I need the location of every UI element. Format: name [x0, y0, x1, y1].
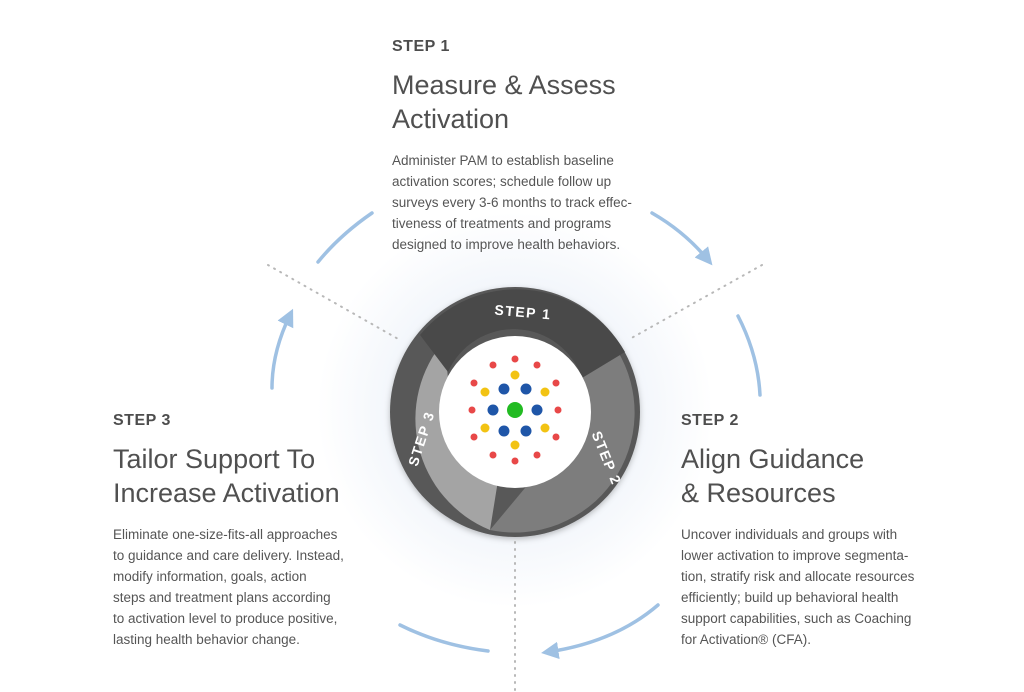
arc-top-left	[316, 211, 374, 264]
divider-line-right	[627, 264, 763, 341]
red-dot-ring	[468, 355, 562, 465]
step-2-title: Align Guidance & Resources	[681, 444, 865, 508]
arc-bottom-left	[398, 623, 490, 653]
center-dot	[507, 402, 523, 418]
step-2-block: STEP 2 Align Guidance & Resources Uncove…	[681, 412, 971, 650]
wheel-segment-step-1	[420, 289, 625, 378]
arrow-left	[270, 308, 294, 390]
step-wheel	[390, 287, 640, 537]
arc-right	[736, 314, 762, 397]
step-1-description: Administer PAM to establish baseline act…	[392, 153, 632, 252]
divider-line-left	[267, 264, 401, 341]
step-1-title: Measure & Assess Activation	[392, 70, 616, 134]
activation-dot-logo	[468, 355, 562, 465]
blue-dot-ring	[487, 383, 543, 437]
step-3-block: STEP 3 Tailor Support To Increase Activa…	[113, 412, 403, 650]
divider-lines	[267, 264, 763, 691]
step-2-label: STEP 2	[681, 412, 739, 429]
step-1-label: STEP 1	[392, 38, 450, 55]
step-3-description: Eliminate one-size-fits-all approaches t…	[113, 527, 344, 647]
step-3-label: STEP 3	[113, 412, 171, 429]
wheel-segment-step-3	[415, 340, 500, 530]
step-1-block: STEP 1 Measure & Assess Activation Admin…	[392, 38, 682, 255]
yellow-dot-ring	[480, 370, 550, 450]
wheel-label-step-1: STEP 1	[494, 302, 552, 323]
step-3-title: Tailor Support To Increase Activation	[113, 444, 340, 508]
arrow-bottom	[541, 603, 660, 660]
arrow-top-right	[650, 211, 713, 266]
step-2-description: Uncover individuals and groups with lowe…	[681, 527, 915, 647]
cycle-arrows	[270, 211, 762, 660]
